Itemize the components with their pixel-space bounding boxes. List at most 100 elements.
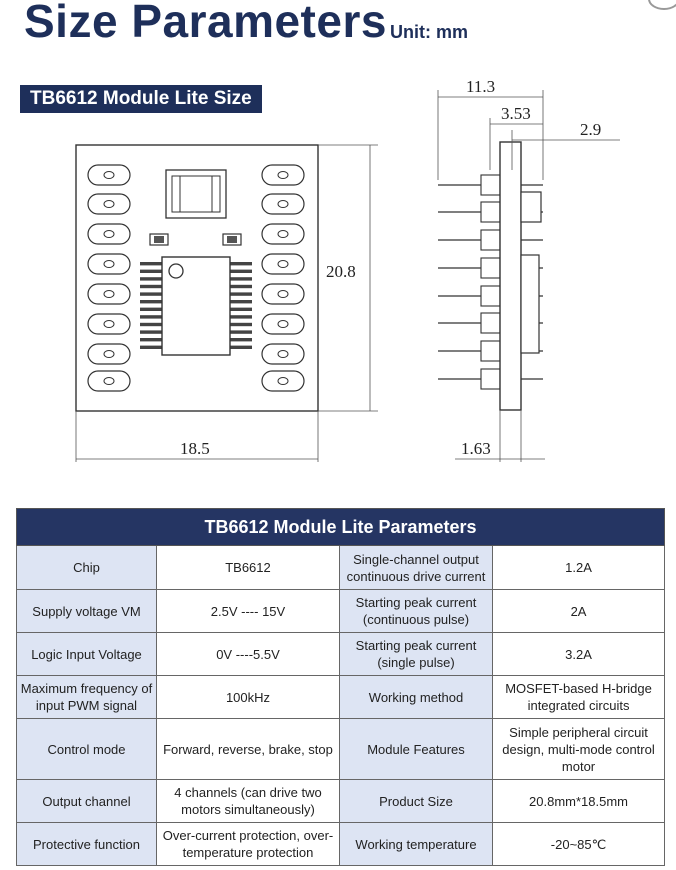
pad [261, 283, 305, 305]
param-label: Starting peak current (continuous pulse) [339, 589, 493, 633]
param-label: Output channel [16, 779, 157, 823]
param-label: Maximum frequency of input PWM signal [16, 675, 157, 719]
pad [261, 313, 305, 335]
pad [261, 253, 305, 275]
chip-lead [230, 284, 252, 289]
chip-lead [230, 330, 252, 334]
pad [87, 223, 131, 245]
chip-lead [140, 277, 162, 281]
param-value: 1.2A [491, 545, 666, 590]
side-pin [438, 229, 543, 251]
chip-lead [230, 277, 252, 281]
chip-body [161, 256, 231, 356]
param-label: Product Size [339, 779, 493, 823]
smd-left [149, 233, 169, 246]
pad [87, 343, 131, 365]
chip-lead [140, 284, 162, 289]
dim-depth-mid: 3.53 [501, 104, 531, 123]
param-label: Single-channel output continuous drive c… [339, 545, 493, 590]
param-value: TB6612 [156, 545, 340, 590]
chip-lead [140, 345, 162, 349]
param-value: 100kHz [156, 675, 340, 719]
chip-lead [230, 307, 252, 311]
chip-lead [230, 315, 252, 319]
pads-right [261, 164, 305, 392]
pad [261, 164, 305, 186]
dimension-drawing: 20.8 18.5 11.3 3.53 2.9 1.63 [75, 77, 620, 462]
pad [261, 370, 305, 392]
param-label: Chip [16, 545, 157, 590]
dim-depth-total: 11.3 [466, 77, 495, 96]
side-pin [438, 285, 543, 307]
param-label: Module Features [339, 718, 493, 780]
param-value: Simple peripheral circuit design, multi-… [491, 718, 666, 780]
pad [87, 370, 131, 392]
chip-lead [140, 262, 162, 266]
pad [87, 283, 131, 305]
side-chip [520, 254, 540, 354]
param-value: Forward, reverse, brake, stop [156, 718, 340, 780]
chip-lead [140, 300, 162, 304]
param-value: 3.2A [491, 632, 666, 676]
param-value: -20~85℃ [491, 822, 666, 866]
chip-lead [140, 315, 162, 319]
param-label: Logic Input Voltage [16, 632, 157, 676]
param-label: Working method [339, 675, 493, 719]
top-component [165, 169, 227, 219]
param-label: Protective function [16, 822, 157, 866]
dim-width: 18.5 [180, 439, 210, 458]
chip-lead [230, 269, 252, 273]
chip-lead [140, 330, 162, 334]
section-label: TB6612 Module Lite Size [20, 85, 262, 113]
pad [261, 193, 305, 215]
pads-left [87, 164, 131, 392]
unit-label: Unit: mm [390, 22, 468, 42]
param-label: Working temperature [339, 822, 493, 866]
param-value: MOSFET-based H-bridge integrated circuit… [491, 675, 666, 719]
param-value: 20.8mm*18.5mm [491, 779, 666, 823]
pad [87, 313, 131, 335]
dim-depth-small: 2.9 [580, 120, 601, 139]
chip-lead [140, 269, 162, 273]
side-board [499, 141, 522, 411]
side-connector [520, 191, 542, 223]
chip-lead [230, 262, 252, 266]
chip-lead [230, 338, 252, 342]
param-value: 2A [491, 589, 666, 633]
pad [261, 343, 305, 365]
chip-pin1-dot [168, 263, 184, 279]
pad [87, 164, 131, 186]
param-label: Control mode [16, 718, 157, 780]
table-title: TB6612 Module Lite Parameters [15, 508, 666, 546]
dim-board-thickness: 1.63 [461, 439, 491, 458]
chip-lead [140, 338, 162, 342]
chip-lead [230, 345, 252, 349]
chip-lead [140, 292, 162, 296]
smd-right [222, 233, 242, 246]
param-label: Supply voltage VM [16, 589, 157, 633]
chip-leads [140, 262, 252, 349]
chip-lead [230, 300, 252, 304]
pad [87, 253, 131, 275]
param-value: 2.5V ---- 15V [156, 589, 340, 633]
chip-lead [230, 292, 252, 296]
param-value: 0V ----5.5V [156, 632, 340, 676]
param-value: 4 channels (can drive two motors simulta… [156, 779, 340, 823]
param-label: Starting peak current (single pulse) [339, 632, 493, 676]
chip-lead [230, 322, 252, 327]
dim-height: 20.8 [326, 262, 356, 281]
pad [261, 223, 305, 245]
param-value: Over-current protection, over-temperatur… [156, 822, 340, 866]
chip-lead [140, 322, 162, 327]
page-title: Size Parameters [24, 0, 387, 47]
side-pin [438, 368, 543, 390]
chip-lead [140, 307, 162, 311]
